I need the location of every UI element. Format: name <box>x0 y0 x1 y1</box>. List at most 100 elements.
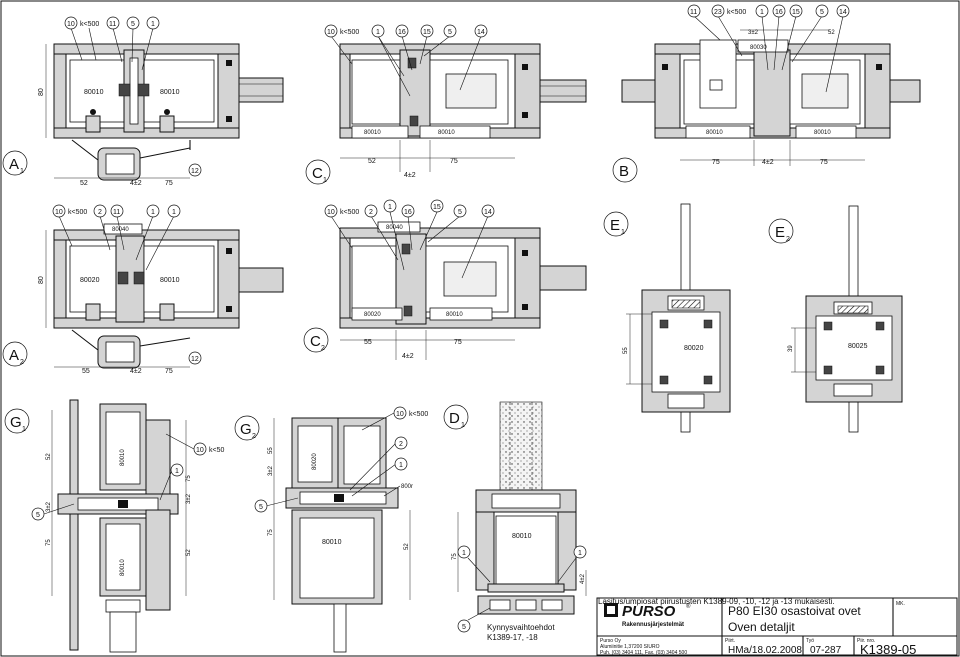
detail-e2: 80025 39 E 2 <box>768 205 903 433</box>
section-label: E <box>610 217 620 234</box>
callout-bubble: 1 <box>151 21 155 28</box>
section-subscript: 1 <box>20 168 24 175</box>
profile-label: 80020 <box>364 312 381 318</box>
callout-bubble: 12 <box>191 356 199 363</box>
profile-label: 80040 <box>112 227 129 233</box>
title-block: PURSO ® Rakennusjärjestelmät Purso Oy Al… <box>596 597 958 657</box>
registered-mark: ® <box>686 603 691 610</box>
profile-label: 80040 <box>386 225 403 231</box>
detail-e1: 80020 55 E 1 <box>603 203 731 433</box>
callout-bubble: 10 <box>327 209 335 216</box>
callout-label: k<50 <box>209 447 224 454</box>
section-subscript: 1 <box>22 426 26 433</box>
callout-bubble: 15 <box>423 29 431 36</box>
section-label: C <box>312 165 323 182</box>
dim-label: 52 <box>368 158 376 165</box>
section-label: A <box>9 156 19 173</box>
detail-a2: 80040 80020 80010 80 55 4±2 75 10 k<500 … <box>2 204 284 375</box>
threshold-ref: K1389-17, -18 <box>487 633 538 642</box>
dim-label: 75 <box>186 475 192 482</box>
callout-bubble: 1 <box>172 209 176 216</box>
company-name: Purso Oy <box>600 638 621 644</box>
callout-bubble: 5 <box>131 21 135 28</box>
callout-bubble: 10 <box>196 447 204 454</box>
callout-bubble: 16 <box>775 9 783 16</box>
detail-c2: 80040 80020 80010 55 75 4±2 10 k<500 2 1… <box>303 199 587 360</box>
purso-logo: PURSO <box>622 603 676 620</box>
company-phone: Puh. (03) 3404 111, Fax. (03) 3404 500 <box>600 650 687 656</box>
dim-label: 55 <box>364 339 372 346</box>
section-label: G <box>10 414 22 431</box>
profile-label: 80025 <box>848 343 868 350</box>
drawing-number: K1389-05 <box>860 642 916 657</box>
drawing-number-label: Piir. nro. <box>857 638 875 644</box>
dim-label: 4±2 <box>130 368 142 375</box>
dim-label: 55 <box>82 368 90 375</box>
callout-bubble: 5 <box>820 9 824 16</box>
profile-label: 80010 <box>512 533 532 540</box>
profile-label: 80010 <box>120 559 126 576</box>
section-subscript: 1 <box>461 422 465 429</box>
drawing-subtitle: Oven detaljit <box>728 620 795 634</box>
callout-bubble: 2 <box>369 209 373 216</box>
callout-label: k<500 <box>340 209 359 216</box>
drawn-by-value: HMa/18.02.2008 <box>728 645 802 656</box>
dim-label: 4±2 <box>404 172 416 179</box>
dim-label: 4±2 <box>130 180 142 187</box>
callout-bubble: 5 <box>36 512 40 519</box>
section-subscript: 2 <box>20 359 24 366</box>
profile-label: 80010 <box>364 130 381 136</box>
callout-bubble: 10 <box>396 411 404 418</box>
dim-label: 75 <box>820 159 828 166</box>
dim-label: 3±2 <box>268 465 274 476</box>
dim-label: 52 <box>828 30 835 36</box>
detail-a1: 80010 80010 80 52 4±2 75 10 k<500 11 5 1… <box>2 16 284 187</box>
dim-label: 52 <box>46 453 52 460</box>
callout-bubble: 1 <box>578 550 582 557</box>
dim-label: 55 <box>623 347 629 354</box>
profile-label: 80020 <box>312 453 318 470</box>
callout-label: k<500 <box>727 9 746 16</box>
glazing-note: Lasitus/umpiosat piirustusten K1389-09, … <box>598 597 835 606</box>
mk-label: MK. <box>896 601 905 607</box>
detail-b: 80030 80010 80010 3±2 52 75 4±2 75 11 23… <box>612 4 921 183</box>
profile-label: 80010 <box>446 312 463 318</box>
section-subscript: 2 <box>252 433 256 440</box>
callout-bubble: 1 <box>388 204 392 211</box>
company-address: Alumiinitie 1,37200 SIURO <box>600 644 660 650</box>
callout-bubble: 23 <box>714 9 722 16</box>
callout-label: k<500 <box>80 21 99 28</box>
callout-bubble: 10 <box>55 209 63 216</box>
profile-label: 80010 <box>120 449 126 466</box>
dim-label: 39 <box>788 345 794 352</box>
dim-label: 3±2 <box>186 493 192 504</box>
callout-bubble: 14 <box>839 9 847 16</box>
dim-label: 75 <box>165 368 173 375</box>
job-number: 07-287 <box>810 645 842 656</box>
drawing-title: P80 EI30 osastoivat ovet <box>728 604 861 618</box>
callout-bubble: 14 <box>484 209 492 216</box>
profile-label: 80010 <box>438 130 455 136</box>
callout-bubble: 5 <box>462 624 466 631</box>
section-label: A <box>9 347 19 364</box>
callout-bubble: 5 <box>448 29 452 36</box>
detail-d1: 80010 75 4±2 1 1 5 Kynnysvaihtoehdot K13… <box>443 401 587 642</box>
profile-label: 80030 <box>750 45 767 51</box>
callout-bubble: 16 <box>398 29 406 36</box>
callout-bubble: 10 <box>327 29 335 36</box>
section-label: C <box>310 333 321 350</box>
callout-bubble: 15 <box>792 9 800 16</box>
dim-label: 80 <box>38 276 45 284</box>
dim-label: 75 <box>165 180 173 187</box>
section-label: B <box>619 163 629 180</box>
profile-label: 80020 <box>684 345 704 352</box>
dim-label: 75 <box>454 339 462 346</box>
job-label: Työ <box>806 638 814 644</box>
dim-label: 55 <box>268 447 274 454</box>
callout-bubble: 2 <box>399 441 403 448</box>
threshold-note: Kynnysvaihtoehdot <box>487 623 555 632</box>
callout-bubble: 5 <box>458 209 462 216</box>
dim-label: 4±2 <box>762 159 774 166</box>
profile-label: 80010 <box>706 130 723 136</box>
